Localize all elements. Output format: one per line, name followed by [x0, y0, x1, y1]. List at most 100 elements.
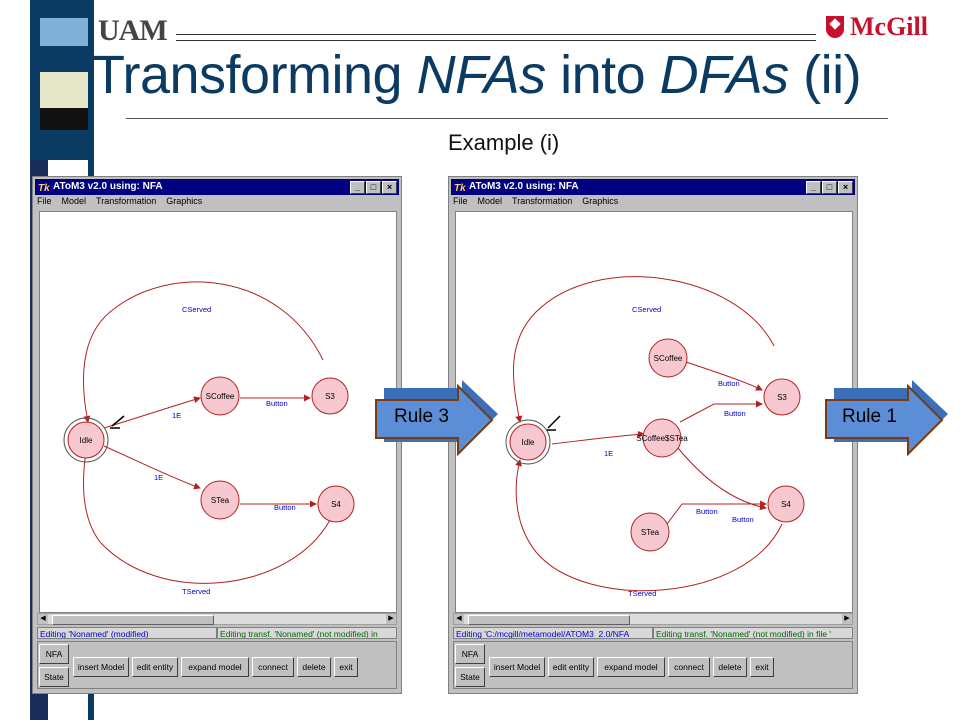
svg-text:S3: S3	[325, 392, 335, 401]
tk-icon: Tk	[38, 183, 50, 194]
state-s4[interactable]: S4	[767, 485, 805, 523]
connect-button[interactable]: connect	[252, 657, 294, 677]
edge-label: Button	[274, 503, 296, 512]
model-canvas[interactable]: Idle SCoffee SCoffee$STea S3 STea S4	[455, 211, 853, 613]
scroll-thumb[interactable]	[468, 615, 630, 625]
edge-cserved	[82, 281, 324, 423]
horizontal-scrollbar[interactable]: ◀ ▶	[453, 613, 853, 625]
exit-button[interactable]: exit	[334, 657, 358, 677]
menu-graphics[interactable]: Graphics	[582, 196, 619, 206]
expand-model-button[interactable]: expand model	[597, 657, 665, 677]
exit-button[interactable]: exit	[750, 657, 774, 677]
edge-label: Button	[732, 515, 754, 524]
status-right: Editing transf. 'Nonamed' (not modified)…	[217, 627, 397, 639]
connect-button[interactable]: connect	[668, 657, 710, 677]
edge-tserved	[81, 451, 331, 584]
state-s3[interactable]: S3	[763, 378, 801, 416]
svg-text:Idle: Idle	[80, 436, 93, 445]
state-scoffee-stea[interactable]: SCoffee$STea	[636, 418, 688, 458]
state-idle[interactable]: Idle	[505, 419, 551, 465]
svg-text:STea: STea	[641, 528, 660, 537]
edge-label: Button	[696, 507, 718, 516]
model-canvas[interactable]: Idle SCoffee S3 STea S4 CServed 1E Butto…	[39, 211, 397, 613]
uam-logo: UAM	[98, 14, 168, 47]
state-button[interactable]: State	[455, 667, 485, 687]
svg-text:S4: S4	[781, 500, 791, 509]
state-stea[interactable]: STea	[200, 480, 240, 520]
menu-file[interactable]: File	[37, 196, 52, 206]
minimize-button[interactable]: _	[350, 181, 365, 194]
scroll-right-icon[interactable]: ▶	[842, 614, 852, 624]
nfa-button[interactable]: NFA	[39, 644, 69, 664]
rule-3-arrow: Rule 3	[374, 380, 500, 457]
state-s4[interactable]: S4	[317, 485, 355, 523]
horizontal-scrollbar[interactable]: ◀ ▶	[37, 613, 397, 625]
edge-label: 1E	[604, 449, 613, 458]
menu-transformation[interactable]: Transformation	[96, 196, 157, 206]
state-s3[interactable]: S3	[311, 377, 349, 415]
nfa-button[interactable]: NFA	[455, 644, 485, 664]
maximize-button[interactable]: □	[822, 181, 837, 194]
edge-label: TServed	[182, 587, 210, 596]
initial-arrow	[546, 415, 561, 431]
example-subtitle: Example (i)	[448, 130, 560, 155]
svg-text:SCoffee$STea: SCoffee$STea	[636, 434, 688, 443]
header-rule	[176, 40, 816, 41]
state-scoffee[interactable]: SCoffee	[200, 376, 240, 416]
scroll-thumb[interactable]	[52, 615, 214, 625]
menu-transformation[interactable]: Transformation	[512, 196, 573, 206]
edge-idle-scoffee-stea	[551, 430, 645, 445]
delete-button[interactable]: delete	[713, 657, 747, 677]
header-rule	[176, 34, 816, 35]
svg-text:Idle: Idle	[522, 438, 535, 447]
state-stea[interactable]: STea	[630, 512, 670, 552]
insert-model-button[interactable]: insert Model	[489, 657, 545, 677]
menu-bar: File Model Transformation Graphics	[37, 196, 202, 210]
atom3-window-1: Tk AToM3 v2.0 using: NFA _ □ × File Mode…	[32, 176, 402, 694]
edge-label: CServed	[182, 305, 211, 314]
edge-stea-s4	[663, 500, 767, 529]
delete-button[interactable]: delete	[297, 657, 331, 677]
close-button[interactable]: ×	[838, 181, 853, 194]
state-idle[interactable]: Idle	[63, 417, 109, 463]
atom3-window-2: Tk AToM3 v2.0 using: NFA _ □ × File Mode…	[448, 176, 858, 694]
menu-model[interactable]: Model	[61, 196, 87, 206]
expand-model-button[interactable]: expand model	[181, 657, 249, 677]
status-left: Editing 'Nonamed' (modified)	[37, 627, 217, 639]
rule-1-arrow: Rule 1	[824, 380, 954, 457]
edge-label: Button	[266, 399, 288, 408]
svg-text:SCoffee: SCoffee	[654, 354, 683, 363]
state-button[interactable]: State	[39, 667, 69, 687]
scroll-right-icon[interactable]: ▶	[386, 614, 396, 624]
edge-label: 1E	[154, 473, 163, 482]
menu-model[interactable]: Model	[477, 196, 503, 206]
status-left: Editing 'C:/mcgill/metamodel/ATOM3_2.0/N…	[453, 627, 653, 639]
scroll-left-icon[interactable]: ◀	[38, 614, 48, 624]
edge-tserved	[515, 459, 783, 592]
svg-text:S3: S3	[777, 393, 787, 402]
edge-combined-s3	[679, 400, 763, 423]
svg-text:STea: STea	[211, 496, 230, 505]
window-titlebar[interactable]: Tk AToM3 v2.0 using: NFA _ □ ×	[451, 179, 855, 195]
scroll-left-icon[interactable]: ◀	[454, 614, 464, 624]
svg-text:S4: S4	[331, 500, 341, 509]
insert-model-button[interactable]: insert Model	[73, 657, 129, 677]
edge-label: TServed	[628, 589, 656, 598]
initial-arrow	[110, 415, 125, 429]
edge-label: Button	[718, 379, 740, 388]
close-button[interactable]: ×	[382, 181, 397, 194]
minimize-button[interactable]: _	[806, 181, 821, 194]
edit-entity-button[interactable]: edit entity	[132, 657, 178, 677]
state-scoffee[interactable]: SCoffee	[648, 338, 688, 378]
edit-entity-button[interactable]: edit entity	[548, 657, 594, 677]
mcgill-logo: McGill	[826, 12, 928, 42]
edge-label: Button	[724, 409, 746, 418]
menu-file[interactable]: File	[453, 196, 468, 206]
edge-idle-stea	[103, 445, 201, 490]
window-titlebar[interactable]: Tk AToM3 v2.0 using: NFA _ □ ×	[35, 179, 399, 195]
svg-text:SCoffee: SCoffee	[206, 392, 235, 401]
maximize-button[interactable]: □	[366, 181, 381, 194]
edge-idle-scoffee	[103, 396, 201, 429]
menu-graphics[interactable]: Graphics	[166, 196, 203, 206]
edge-scoffee-s3	[685, 361, 763, 391]
